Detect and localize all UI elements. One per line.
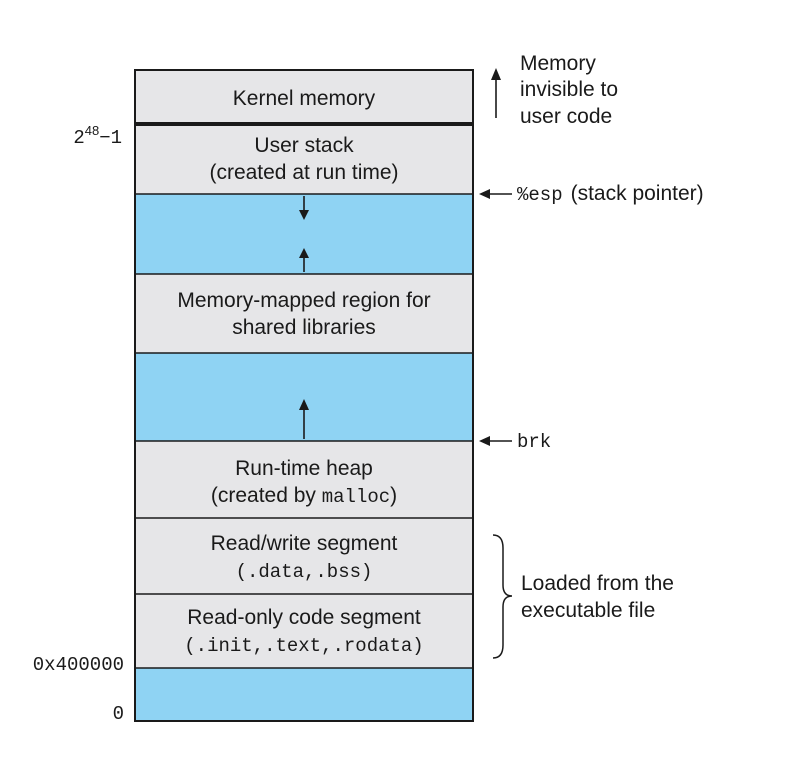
heap-sublabel-code: malloc bbox=[322, 486, 390, 508]
kernel-up-arrow-icon bbox=[491, 68, 501, 118]
rw-segment-label: Read/write segment bbox=[211, 532, 398, 555]
ro-segment-label: Read-only code segment bbox=[187, 606, 421, 629]
kernel-note-line-2: invisible to bbox=[520, 78, 618, 101]
loaded-note-line-2: executable file bbox=[521, 599, 655, 622]
mmap-sublabel: shared libraries bbox=[232, 316, 376, 339]
free-region-bottom bbox=[135, 668, 473, 721]
esp-label: %esp(stack pointer) bbox=[517, 182, 704, 206]
top-address-label: 248−1 bbox=[73, 123, 122, 149]
kernel-note-line-1: Memory bbox=[520, 52, 596, 75]
heap-sublabel-post: ) bbox=[390, 484, 397, 507]
rw-segment-sublabel: (.data,.bss) bbox=[236, 561, 373, 583]
brk-pointer-arrow-icon bbox=[479, 436, 512, 446]
kernel-memory-block bbox=[135, 70, 473, 123]
stack-growth-arrow-icon bbox=[299, 196, 309, 220]
start-address-label: 0x400000 bbox=[33, 654, 124, 676]
kernel-memory-label: Kernel memory bbox=[233, 87, 376, 110]
mmap-label: Memory-mapped region for bbox=[177, 289, 430, 312]
user-stack-block bbox=[135, 123, 473, 194]
loaded-note-line-1: Loaded from the bbox=[521, 572, 674, 595]
heap-block bbox=[135, 441, 473, 518]
user-stack-sublabel: (created at run time) bbox=[209, 161, 398, 184]
mmap-region-block bbox=[135, 274, 473, 353]
heap-growth-arrow-icon bbox=[299, 399, 309, 439]
rw-segment-block bbox=[135, 518, 473, 594]
esp-pointer-arrow-icon bbox=[479, 189, 512, 199]
ro-segment-sublabel: (.init,.text,.rodata) bbox=[184, 635, 423, 657]
heap-sublabel: (created by malloc) bbox=[211, 484, 397, 508]
user-stack-label: User stack bbox=[254, 134, 354, 157]
heap-sublabel-pre: (created by bbox=[211, 484, 322, 507]
kernel-note-line-3: user code bbox=[520, 105, 612, 128]
ro-segment-block bbox=[135, 594, 473, 668]
mmap-growth-arrow-icon bbox=[299, 248, 309, 272]
loaded-brace-icon bbox=[492, 534, 513, 659]
zero-address-label: 0 bbox=[113, 703, 124, 725]
brk-label: brk bbox=[517, 431, 551, 453]
heap-label: Run-time heap bbox=[235, 457, 373, 480]
memory-outline bbox=[134, 69, 474, 722]
